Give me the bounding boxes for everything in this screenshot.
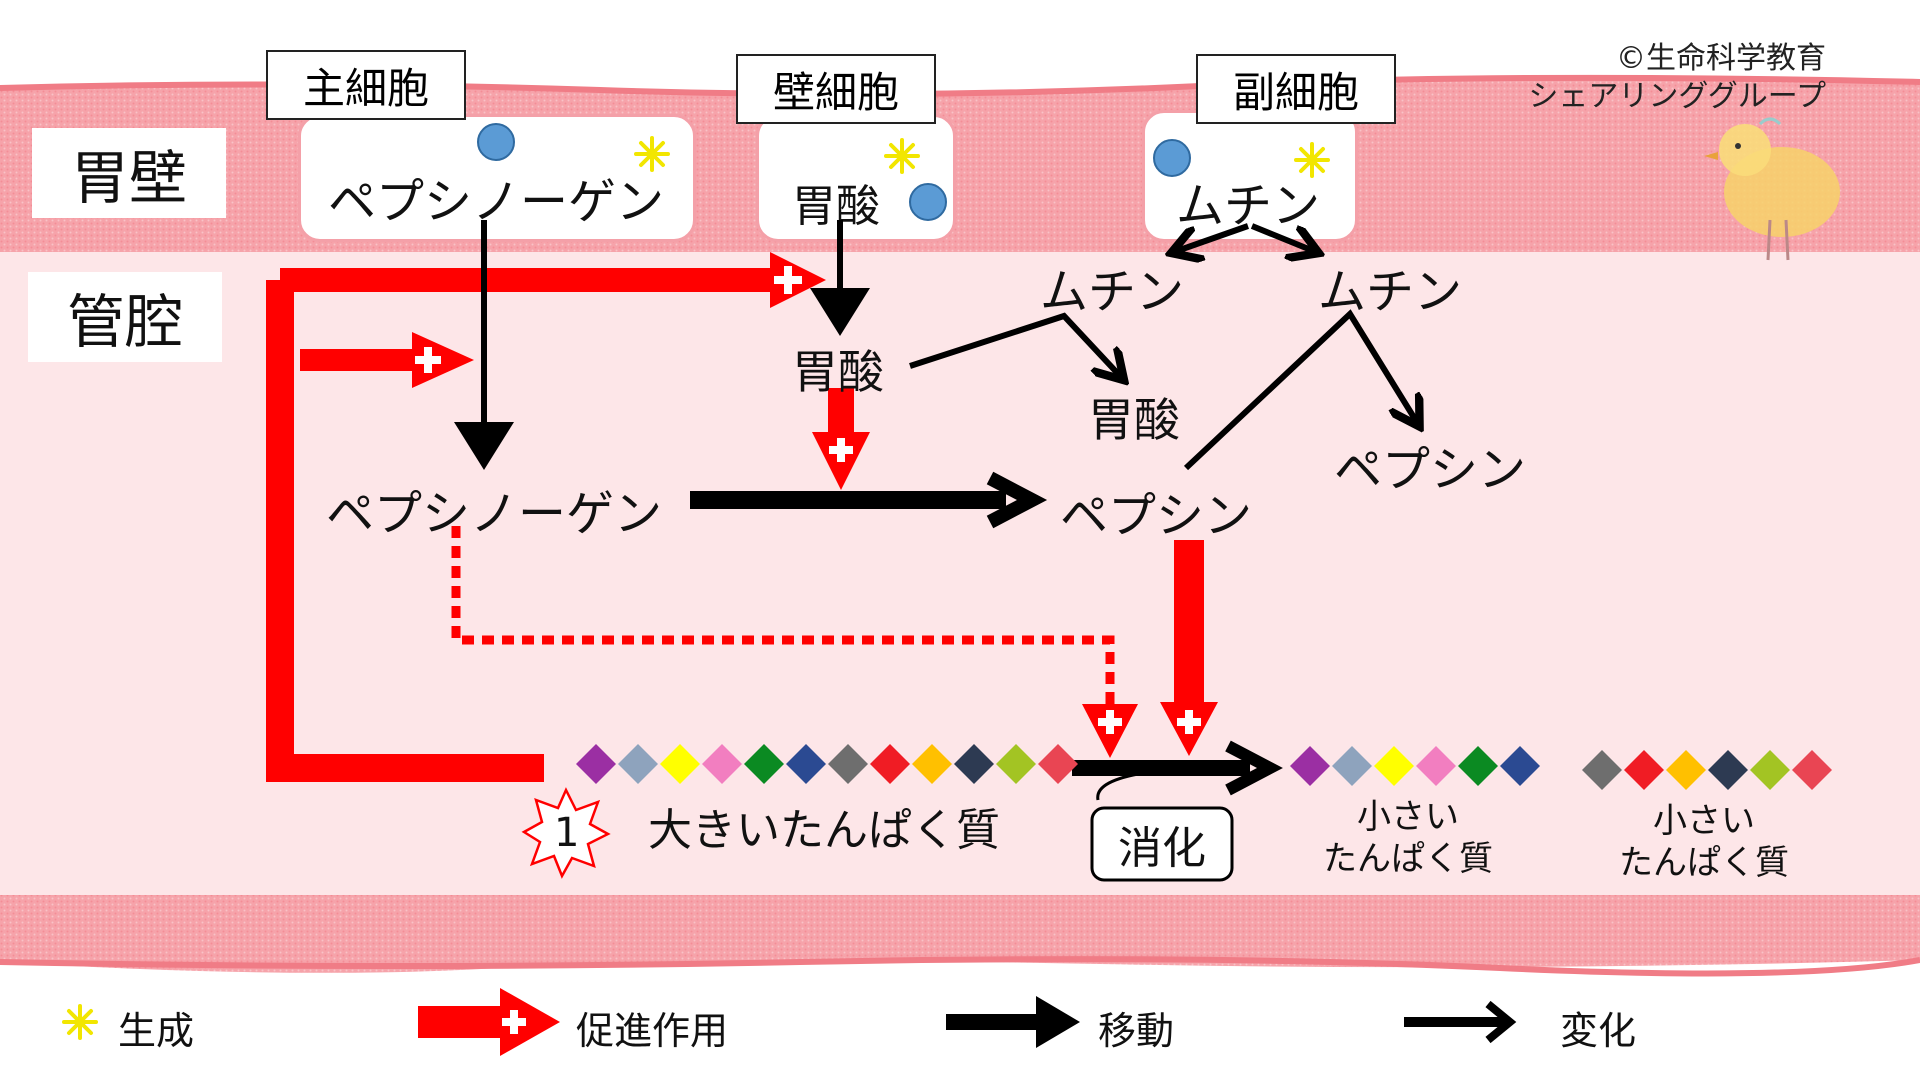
mucin-left-label: ムチン [1040, 264, 1185, 320]
small-protein-label-2-line2: たんぱく質 [1619, 843, 1789, 883]
protein-diamond [744, 744, 784, 784]
large-protein-label: 大きいたんぱく質 [648, 805, 1000, 856]
protein-diamond [1374, 746, 1414, 786]
protein-diamond [912, 744, 952, 784]
small-protein-chain-1 [1290, 746, 1540, 786]
chief-generate-sparkle-icon [634, 136, 670, 172]
protein-diamond [660, 744, 700, 784]
legend-move-arrow-icon [946, 996, 1080, 1048]
acid-mid-label: 胃酸 [792, 345, 884, 399]
lower-wall-edge [0, 956, 1920, 977]
number-badge-starburst [521, 787, 611, 879]
chief-cell-tag: 主細胞 [266, 50, 466, 120]
protein-diamond [1792, 750, 1832, 790]
accessory-cell-product: ムチン [1176, 178, 1321, 234]
lower-wall-region [0, 895, 1920, 973]
change-arrow-digestion-head [1225, 740, 1283, 796]
parietal-cell-tag: 壁細胞 [736, 54, 936, 124]
acid-out-label: 胃酸 [1088, 393, 1180, 447]
change-arrow-pepsin-mucin [1183, 309, 1418, 471]
promote-plus-icon-1 [774, 266, 802, 294]
protein-diamond [618, 744, 658, 784]
protein-diamond [1458, 746, 1498, 786]
protein-diamond [1708, 750, 1748, 790]
chief-cell-product: ペプシノーゲン [328, 174, 665, 230]
protein-diamond [1038, 744, 1078, 784]
pepsinogen-label: ペプシノーゲン [326, 486, 663, 542]
pepsin-label: ペプシン [1060, 488, 1253, 544]
legend-change-label: 変化 [1560, 1009, 1637, 1053]
small-protein-label-1: 小さい たんぱく質 [1308, 796, 1508, 880]
legend-promote-label: 促進作用 [576, 1009, 729, 1053]
mucin-right-label: ムチン [1318, 264, 1463, 320]
legend-generate-sparkle-icon [62, 1004, 98, 1040]
pepsin-out-label: ペプシン [1334, 442, 1527, 498]
change-arrow-mucin-left [1174, 223, 1249, 252]
digestion-callout-pointer [1096, 770, 1151, 801]
parietal-cell-product: 胃酸 [792, 181, 880, 232]
copyright: ©生命科学教育 シェアリンググループ [1528, 40, 1826, 116]
legend-promote-arrow-icon [418, 988, 560, 1056]
legend-generate-label: 生成 [118, 1009, 195, 1053]
promote-plus-icon-2 [415, 347, 441, 373]
change-arrow-acid [909, 312, 1122, 378]
promote-arrow-pepsin [1160, 540, 1218, 756]
legend-move-label: 移動 [1098, 1009, 1175, 1053]
protein-diamond [576, 744, 616, 784]
large-protein-chain [576, 744, 1078, 784]
small-protein-label-2: 小さい たんぱく質 [1604, 800, 1804, 884]
change-arrow-pepsinogen-pepsin-head [986, 471, 1048, 529]
small-protein-label-1-line2: たんぱく質 [1323, 839, 1493, 879]
protein-diamond [996, 744, 1036, 784]
parietal-molecule-icon [909, 183, 947, 221]
protein-diamond [1416, 746, 1456, 786]
chick-mascot [1704, 117, 1840, 261]
protein-diamond [702, 744, 742, 784]
digestion-label: 消化 [1118, 823, 1206, 874]
digestion-callout-box [1090, 806, 1234, 882]
protein-diamond [1500, 746, 1540, 786]
parietal-generate-sparkle-icon [884, 138, 920, 174]
accessory-molecule-icon [1153, 139, 1191, 177]
change-arrow-mucin-right [1250, 223, 1316, 252]
protein-diamond [1666, 750, 1706, 790]
copyright-line1: ©生命科学教育 [1616, 41, 1826, 76]
protein-diamond [870, 744, 910, 784]
protein-diamond [828, 744, 868, 784]
small-protein-label-2-line1: 小さい [1653, 801, 1755, 841]
promote-dotted-arrow-pepsinogen [451, 526, 1138, 758]
chief-molecule-icon [477, 123, 515, 161]
accessory-cell-tag: 副細胞 [1196, 54, 1396, 124]
promote-arrow-acid [812, 388, 870, 490]
number-badge-label: 1 [554, 810, 580, 856]
protein-diamond [1624, 750, 1664, 790]
protein-diamond [1750, 750, 1790, 790]
legend-change-arrow-icon [1404, 1000, 1517, 1044]
copyright-line2: シェアリンググループ [1528, 79, 1826, 114]
small-protein-label-1-line1: 小さい [1357, 797, 1459, 837]
protein-diamond [1332, 746, 1372, 786]
region-label-wall: 胃壁 [32, 128, 226, 218]
region-label-lumen: 管腔 [28, 272, 222, 362]
small-protein-chain-2 [1582, 750, 1832, 790]
protein-diamond [1582, 750, 1622, 790]
protein-diamond [786, 744, 826, 784]
protein-diamond [954, 744, 994, 784]
accessory-generate-sparkle-icon [1294, 142, 1330, 178]
protein-diamond [1290, 746, 1330, 786]
